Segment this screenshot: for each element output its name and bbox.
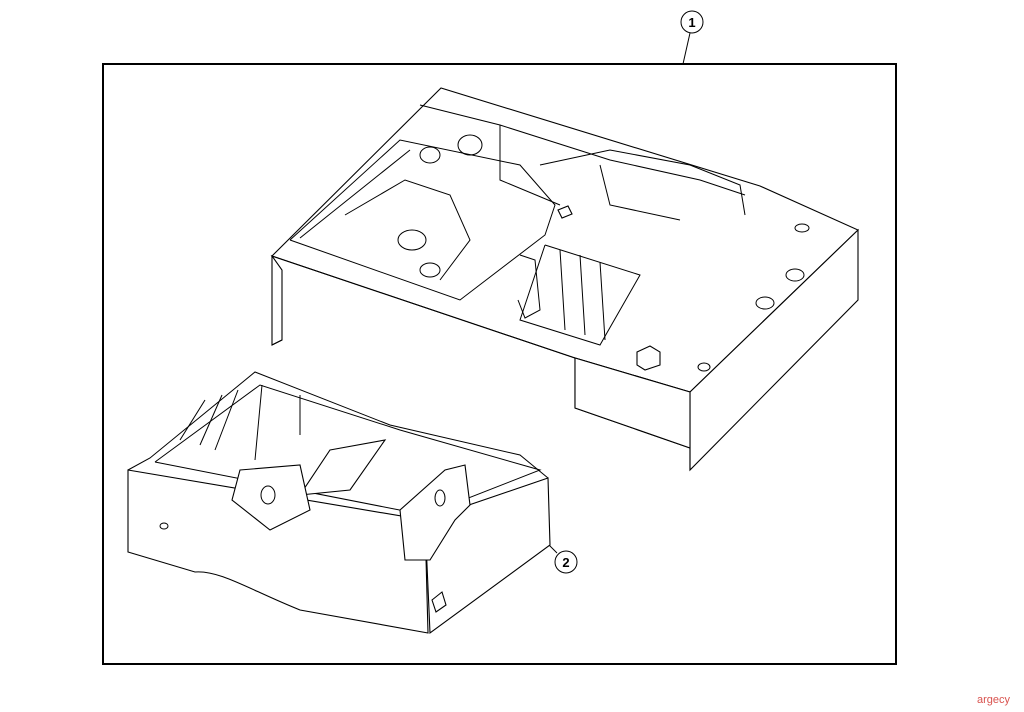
tray-hole xyxy=(159,522,169,530)
guide-knob xyxy=(434,489,446,507)
callout-1-label: 1 xyxy=(688,15,695,30)
roller xyxy=(419,146,441,164)
paper-tray xyxy=(127,371,551,635)
callout-1: 1 xyxy=(680,10,704,65)
callout-2-label: 2 xyxy=(562,555,569,570)
mount-hole xyxy=(697,362,711,372)
guide-knob xyxy=(260,485,276,505)
roller xyxy=(397,229,427,251)
mount-hole xyxy=(785,268,805,282)
diagram-frame xyxy=(102,63,897,665)
roller xyxy=(419,262,441,278)
mount-hole xyxy=(794,223,810,233)
watermark: argecy xyxy=(976,694,1010,706)
tray-housing xyxy=(270,87,859,472)
roller xyxy=(457,134,483,156)
mount-hole xyxy=(755,296,775,310)
